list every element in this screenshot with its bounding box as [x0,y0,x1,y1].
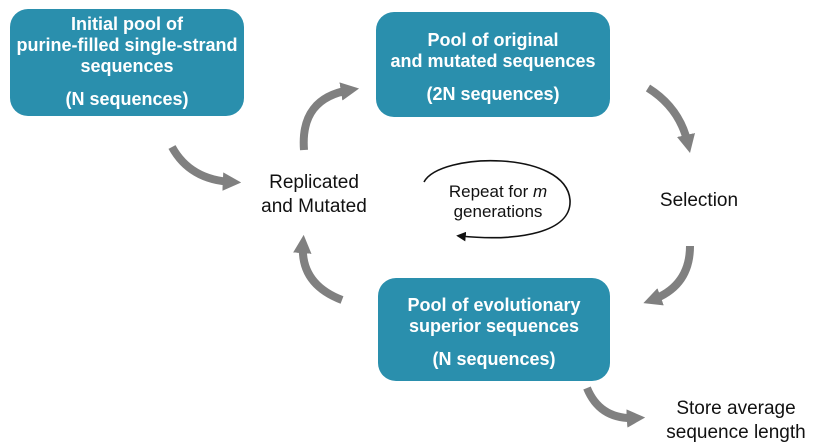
store-line-1: Store average [676,398,796,419]
pool-2n-count: (2N sequences) [426,84,560,104]
pool-n-line-1: Pool of evolutionary [407,295,581,315]
repeat-line-1: Repeat for m [430,182,566,202]
initial-pool-line-1: Initial pool of [71,14,183,34]
store-line-2: sequence length [666,422,806,443]
arrow-replicated-to-pool-2n [299,82,360,151]
initial-pool-box: Initial pool of purine-filled single-str… [10,9,244,116]
initial-pool-line-3: sequences [80,56,174,76]
pool-2n-line-1: Pool of original [427,30,559,50]
repeat-line-2: generations [453,202,543,221]
arrow-pool-n-to-replicated [293,234,344,304]
initial-pool-line-2: purine-filled single-strand [16,35,238,55]
pool-n-line-2: superior sequences [408,316,580,336]
replicated-mutated-label: Replicated and Mutated [244,171,384,219]
store-average-label: Store average sequence length [656,397,816,445]
selection-label: Selection [659,190,739,211]
repeat-variable: m [532,182,548,201]
superior-pool-box: Pool of evolutionary superior sequences … [378,278,610,381]
initial-pool-count: (N sequences) [65,89,189,109]
original-mutated-pool-box: Pool of original and mutated sequences (… [376,12,610,117]
repeat-prefix: Repeat for [448,182,533,201]
repeat-generations-label: Repeat for m generations [430,182,566,222]
replicated-line-2: and Mutated [261,196,367,217]
pool-n-count: (N sequences) [432,349,556,369]
arrow-initial-to-replicated [168,144,242,191]
arrow-pool-n-to-store [583,386,646,428]
repeat-loop-arrow [423,159,571,242]
arrow-pool-2n-to-selection [645,84,695,153]
arrow-selection-to-pool-n [643,245,694,306]
replicated-line-1: Replicated [269,172,359,193]
pool-2n-line-2: and mutated sequences [390,51,596,71]
